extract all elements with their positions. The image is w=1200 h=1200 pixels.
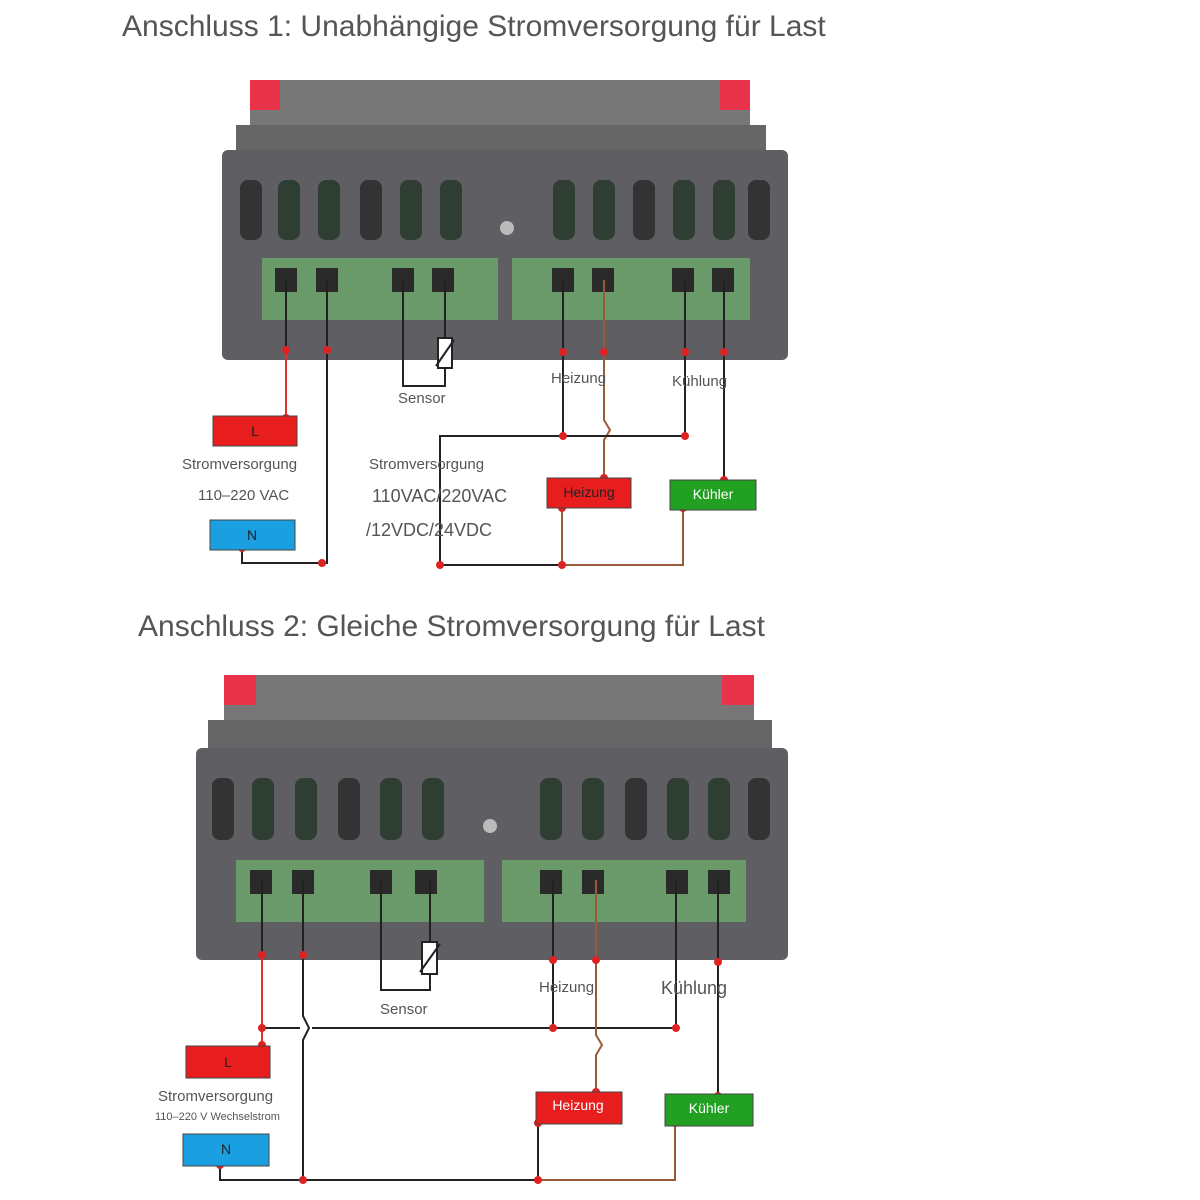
device1-slots xyxy=(240,180,770,240)
svg-text:N: N xyxy=(247,527,257,543)
device-2 xyxy=(196,675,788,960)
device2-top xyxy=(224,675,754,725)
cooler-box-1: Kühler xyxy=(669,479,757,511)
svg-text:Heizung: Heizung xyxy=(563,484,614,500)
box-L-2: L xyxy=(185,1045,271,1079)
svg-text:N: N xyxy=(221,1141,231,1157)
load-supply-1-label: Stromversorgung xyxy=(369,456,484,473)
svg-text:Kühler: Kühler xyxy=(693,486,734,502)
svg-text:Kühler: Kühler xyxy=(689,1100,730,1116)
device2-lip xyxy=(208,720,772,750)
cooling-2-label: Kühlung xyxy=(661,978,727,998)
device2-slots xyxy=(212,778,770,840)
svg-text:L: L xyxy=(251,423,259,439)
load-supply-1-dc: /12VDC/24VDC xyxy=(366,520,492,540)
diagram2-title: Anschluss 2: Gleiche Stromversorgung für… xyxy=(138,610,766,643)
sensor-2-label: Sensor xyxy=(380,1001,428,1018)
device1-clip-right xyxy=(720,80,750,110)
junctions-2 xyxy=(216,951,722,1184)
device1-body xyxy=(222,150,788,360)
sensor-1-icon xyxy=(435,337,455,369)
box-N-2: N xyxy=(182,1133,270,1167)
supply-2-voltage: 110–220 V Wechselstrom xyxy=(155,1111,280,1123)
heater-box-2: Heizung xyxy=(535,1091,623,1125)
device1-terminal-right xyxy=(512,258,750,320)
sensor-1-label: Sensor xyxy=(398,390,446,407)
device1-terminal-left xyxy=(262,258,498,320)
device1-top xyxy=(250,80,750,130)
device2-clip-right xyxy=(722,675,754,705)
sensor-2-icon xyxy=(419,941,441,975)
device2-terminal-left xyxy=(236,860,484,922)
svg-text:L: L xyxy=(224,1054,232,1070)
heating-2-label: Heizung xyxy=(539,979,594,996)
svg-text:Heizung: Heizung xyxy=(552,1097,603,1113)
device2-clip-left xyxy=(224,675,256,705)
box-N-1: N xyxy=(209,519,296,551)
supply-1-voltage: 110–220 VAC xyxy=(198,487,289,504)
cooling-1-label: Kühlung xyxy=(672,373,727,390)
device-1 xyxy=(222,80,788,360)
load-supply-1-ac: 110VAC/220VAC xyxy=(372,486,507,506)
wiring-1 xyxy=(241,280,725,566)
heater-box-1: Heizung xyxy=(546,477,632,509)
supply-2-label: Stromversorgung xyxy=(158,1088,273,1105)
diagram1-title: Anschluss 1: Unabhängige Stromversorgung… xyxy=(122,10,826,43)
heating-1-label: Heizung xyxy=(551,370,606,387)
device2-body xyxy=(196,748,788,960)
device1-lip xyxy=(236,125,766,153)
box-L-1: L xyxy=(212,415,298,447)
cooler-box-2: Kühler xyxy=(664,1093,754,1127)
device1-clip-left xyxy=(250,80,280,110)
supply-1-label: Stromversorgung xyxy=(182,456,297,473)
